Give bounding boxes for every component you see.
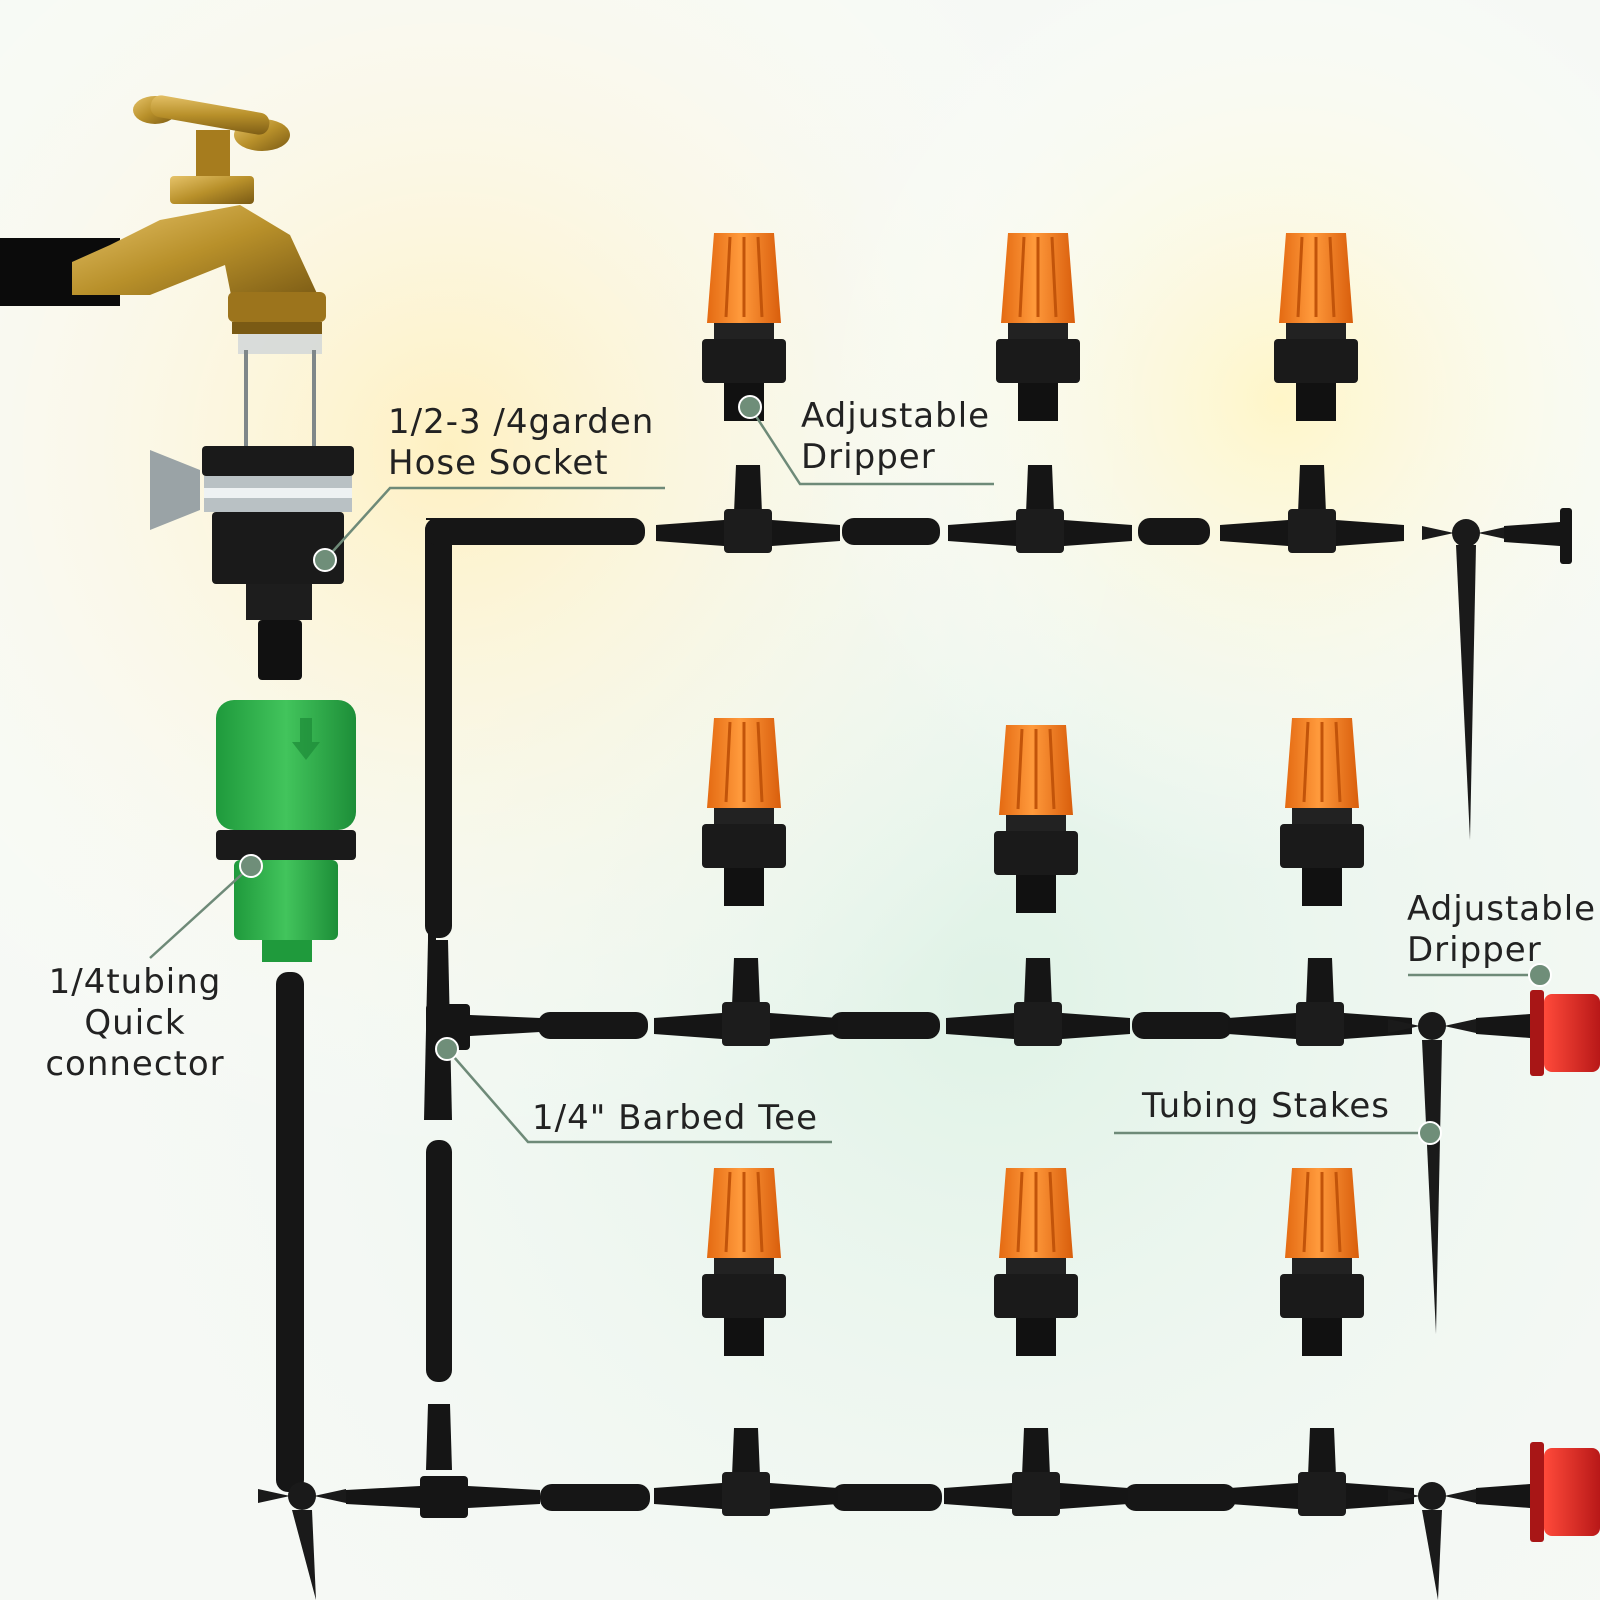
label-adjustable-dripper-top: Adjustable Dripper xyxy=(801,396,991,477)
barbed-tee-vertical xyxy=(424,940,540,1120)
tubing-stake-middle-right xyxy=(1388,1012,1476,1334)
label-hose-socket: 1/2-3 /4garden Hose Socket xyxy=(388,402,655,483)
barbed-tee-bottom-left xyxy=(346,1404,540,1518)
leader-quick-connector xyxy=(149,865,252,959)
leader-lines xyxy=(149,406,1540,1144)
green-quick-connector xyxy=(216,700,356,962)
label-tubing-stakes: Tubing Stakes xyxy=(1142,1086,1390,1126)
tubing xyxy=(276,518,1236,1511)
label-adjustable-dripper-right: Adjustable Dripper xyxy=(1407,889,1597,970)
tubing-stake-bottom-right xyxy=(1388,1482,1476,1600)
tubing-stake-top-right xyxy=(1422,519,1510,840)
leader-barbed-tee xyxy=(446,1048,832,1144)
leader-hose-socket xyxy=(324,486,665,561)
leader-dots xyxy=(239,395,1552,1145)
hose-socket-adapter xyxy=(150,334,354,680)
end-dripper-red-middle xyxy=(1476,990,1600,1076)
end-dripper-red-bottom xyxy=(1476,1442,1600,1542)
label-barbed-tee: 1/4" Barbed Tee xyxy=(532,1098,819,1138)
end-plug-top xyxy=(1504,508,1572,564)
brass-faucet xyxy=(72,95,326,334)
leader-dripper-top xyxy=(748,406,994,486)
label-quick-connector: 1/4tubing Quick connector xyxy=(45,962,225,1084)
tubing-stake-bottom-left xyxy=(258,1482,346,1600)
